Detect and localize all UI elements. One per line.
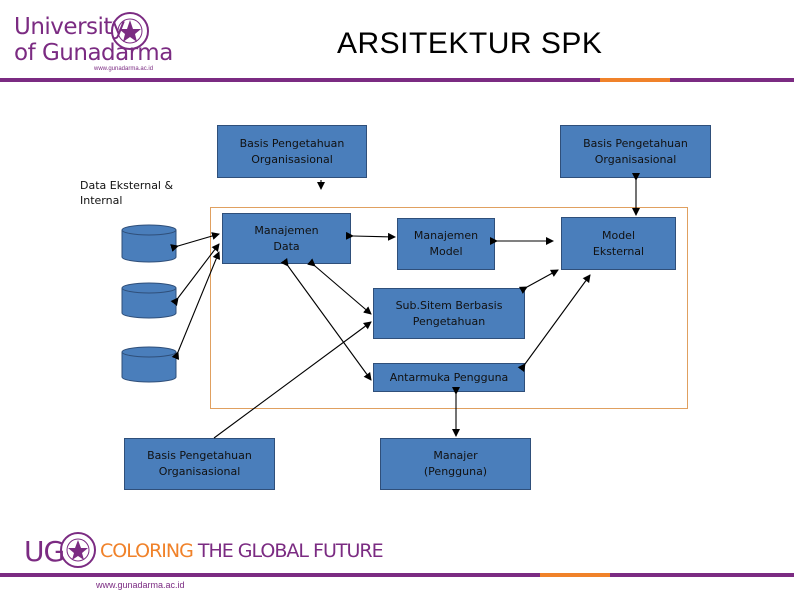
footer-bar-orange [540,573,610,577]
database-icon [121,224,177,263]
footer-tagline: COLORING THE GLOBAL FUTURE [100,540,384,562]
page-title: ARSITEKTUR SPK [337,27,603,60]
header-bar-purple-right [670,78,794,82]
box-model-eksternal: Model Eksternal [561,217,676,270]
box-basis-pengetahuan-top-left: Basis Pengetahuan Organisasional [217,125,367,178]
box-basis-pengetahuan-top-right: Basis Pengetahuan Organisasional [560,125,711,178]
footer-logo-ug: UG [24,535,65,568]
box-basis-pengetahuan-bottom: Basis Pengetahuan Organisasional [124,438,275,490]
box-antarmuka: Antarmuka Pengguna [373,363,525,392]
footer-bar-purple [0,573,540,577]
footer-url: www.gunadarma.ac.id [96,580,185,590]
tagline-global-future: THE GLOBAL FUTURE [192,540,384,562]
footer-seal-icon [60,532,96,568]
footer-bar-purple-right [610,573,794,577]
box-subsistem: Sub.Sitem Berbasis Pengetahuan [373,288,525,339]
logo-text-university: University [14,14,126,40]
header-bar-purple [0,78,600,82]
header-bar-orange [600,78,670,82]
tagline-coloring: COLORING [100,540,194,562]
database-icon [121,282,177,319]
database-icon [121,346,177,383]
external-data-label: Data Eksternal & Internal [80,179,174,208]
logo-text-gunadarma: of Gunadarma [14,40,173,66]
logo-url: www.gunadarma.ac.id [94,66,154,72]
university-seal-icon [111,12,149,50]
box-manajer: Manajer (Pengguna) [380,438,531,490]
box-manajemen-data: Manajemen Data [222,213,351,264]
